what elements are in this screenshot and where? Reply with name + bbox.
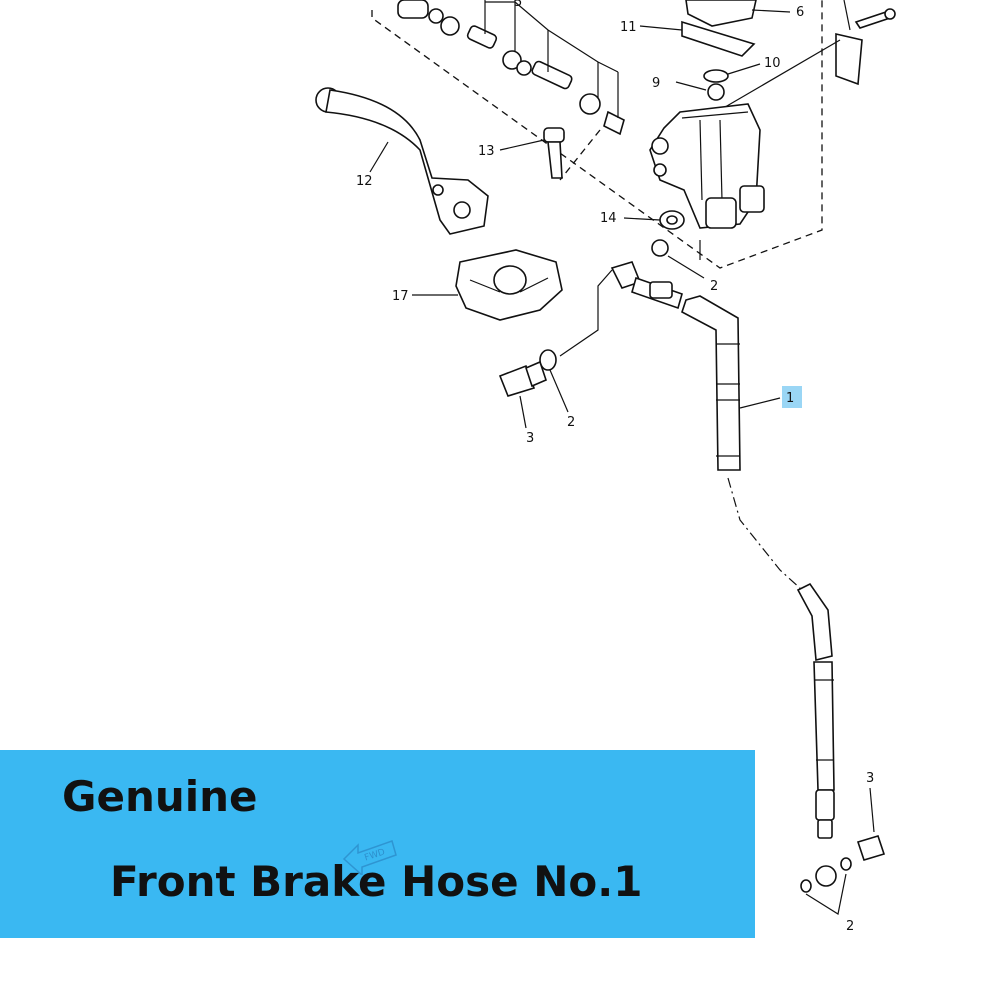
lower-hose-section: 3 2 <box>796 582 886 934</box>
banner-product-title: Front Brake Hose No.1 <box>110 857 643 906</box>
callout-1: 1 <box>786 391 794 406</box>
bolt-top-right <box>719 0 896 111</box>
callout-10: 10 <box>764 56 781 71</box>
hose-continuation-line <box>727 477 803 591</box>
front-brake-hose-no1: 1 <box>681 295 802 471</box>
callout-13: 13 <box>478 144 495 159</box>
callout-1-highlight <box>782 386 802 408</box>
exploded-view-boundary <box>371 0 823 269</box>
reservoir-cap: 6 <box>685 0 804 27</box>
callout-3a: 3 <box>526 431 534 446</box>
product-banner: Genuine Front Brake Hose No.1 <box>0 750 755 938</box>
callout-2a: 2 <box>710 279 718 294</box>
callout-14: 14 <box>600 211 617 226</box>
brake-lever: 12 <box>315 87 489 235</box>
callout-2c: 2 <box>846 919 854 934</box>
piston-kit-parts: 5 <box>397 0 625 136</box>
grommet: 14 <box>600 210 685 230</box>
banner-genuine-label: Genuine <box>62 772 258 821</box>
diaphragm: 11 <box>620 20 756 57</box>
cap-seal: 10 9 <box>652 56 781 101</box>
callout-5: 5 <box>514 0 522 10</box>
callout-2b: 2 <box>567 415 575 430</box>
callout-11: 11 <box>620 20 637 35</box>
union-bolt-left: 3 2 <box>498 349 575 446</box>
holder-clamp: 17 <box>392 249 563 321</box>
callout-6: 6 <box>796 5 804 20</box>
callout-12: 12 <box>356 174 373 189</box>
callout-3b: 3 <box>866 771 874 786</box>
callout-17: 17 <box>392 289 409 304</box>
fwd-arrow-icon: FWD <box>342 840 397 875</box>
upper-hose-fitting: 2 <box>559 239 718 357</box>
callout-9: 9 <box>652 76 660 91</box>
pivot-bolt: 13 <box>478 127 565 179</box>
master-cylinder <box>649 103 765 229</box>
